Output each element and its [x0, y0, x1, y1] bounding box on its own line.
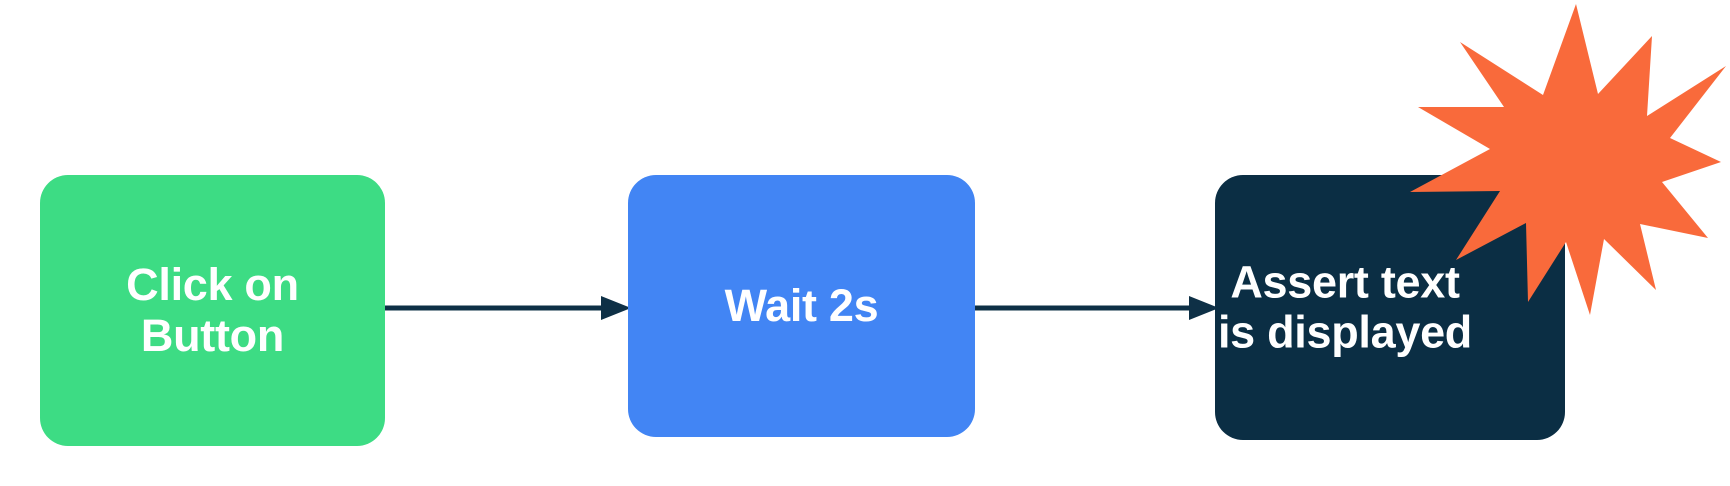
node-wait-2s[interactable]: Wait 2s [628, 175, 975, 437]
starburst-icon [1410, 4, 1726, 315]
node-label: Click on Button [126, 259, 299, 361]
node-label: Wait 2s [724, 279, 879, 331]
node-click-on-button[interactable]: Click on Button [40, 175, 385, 446]
starburst-shape [1410, 4, 1726, 315]
arrowhead-icon [601, 296, 631, 320]
connector-click-to-wait [385, 296, 631, 320]
arrowhead-icon [1189, 296, 1219, 320]
connector-wait-to-assert [973, 296, 1219, 320]
